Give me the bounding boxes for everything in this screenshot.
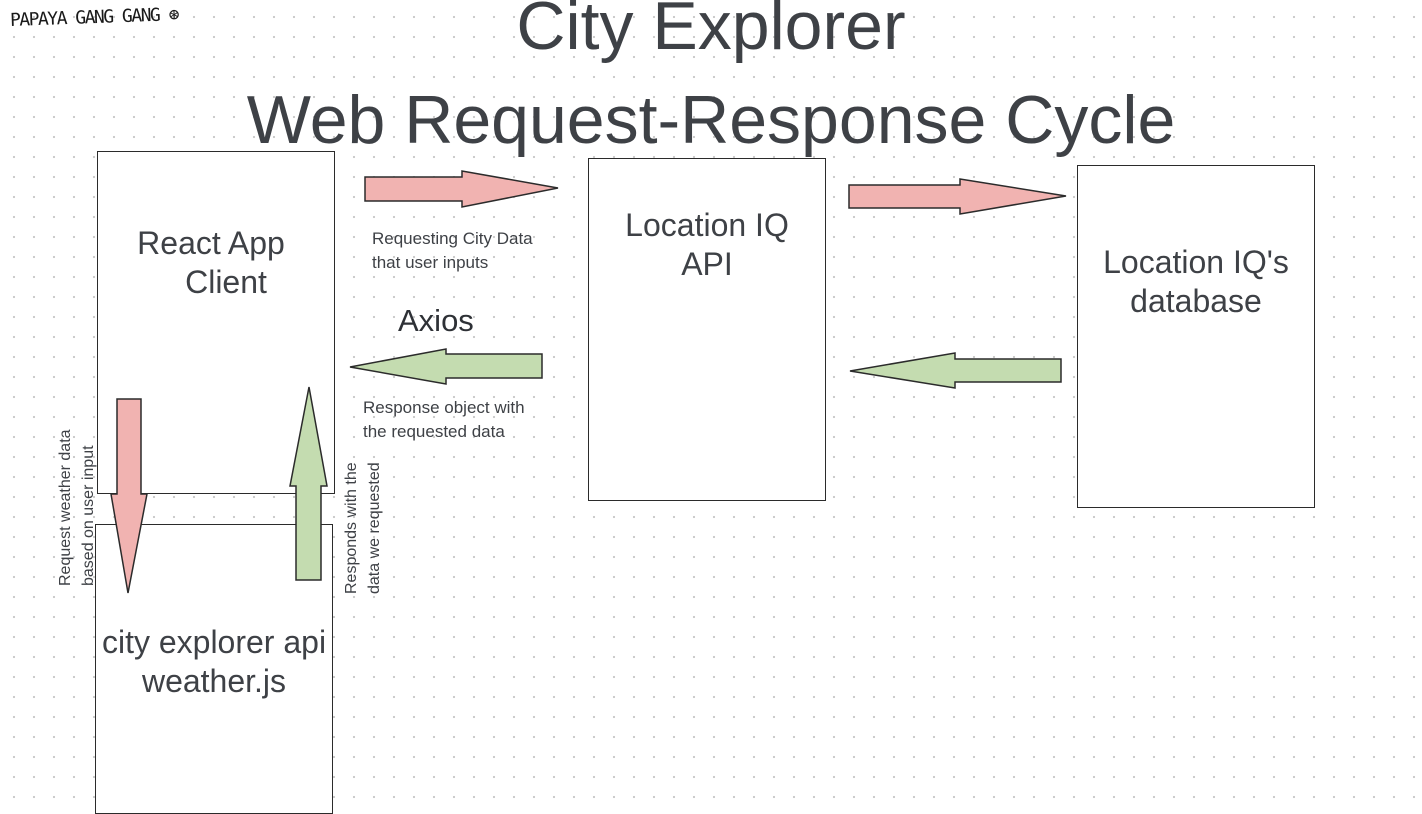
request-weather-label-line-1: Request weather data [57,429,74,586]
weather-api-label-line-2: weather.js [141,663,287,699]
weather-api-label-line-1: city explorer api [101,624,327,660]
location-iq-database-label-line-2: database [1130,283,1262,319]
weather-api-box: city explorer api weather.js [95,524,333,814]
react-app-client-label-line-1: React App [137,225,285,261]
request-weather-label-line-2: based on user input [80,445,97,586]
diagram-title: City Explorer [516,0,906,64]
arrow-request-api-to-database [848,178,1067,215]
react-app-client-box: React App Client [97,151,335,494]
location-iq-api-label-line-2: API [681,246,733,282]
location-iq-database-box: Location IQ's database [1077,165,1315,508]
location-iq-api-box: Location IQ API [588,158,826,501]
arrow-response-database-to-api [849,352,1062,389]
request-city-label-line-2: that user inputs [372,253,489,272]
responds-with-label-line-1: Responds with the [343,462,360,594]
arrow-response-api-to-client [349,348,543,385]
react-app-client-label-line-2: Client [185,264,267,300]
location-iq-database-label-line-1: Location IQ's [1103,244,1289,280]
arrow-request-client-to-api [364,170,559,208]
request-city-label-line-1: Requesting City Data [372,229,533,248]
location-iq-api-label-line-1: Location IQ [625,207,789,243]
responds-with-label-line-2: data we requested [366,462,383,594]
response-object-label-line-1: Response object with [363,398,525,417]
diagram-subtitle: Web Request-Response Cycle [246,82,1176,158]
response-object-label-line-2: the requested data [363,422,505,441]
axios-label: Axios [398,303,474,338]
